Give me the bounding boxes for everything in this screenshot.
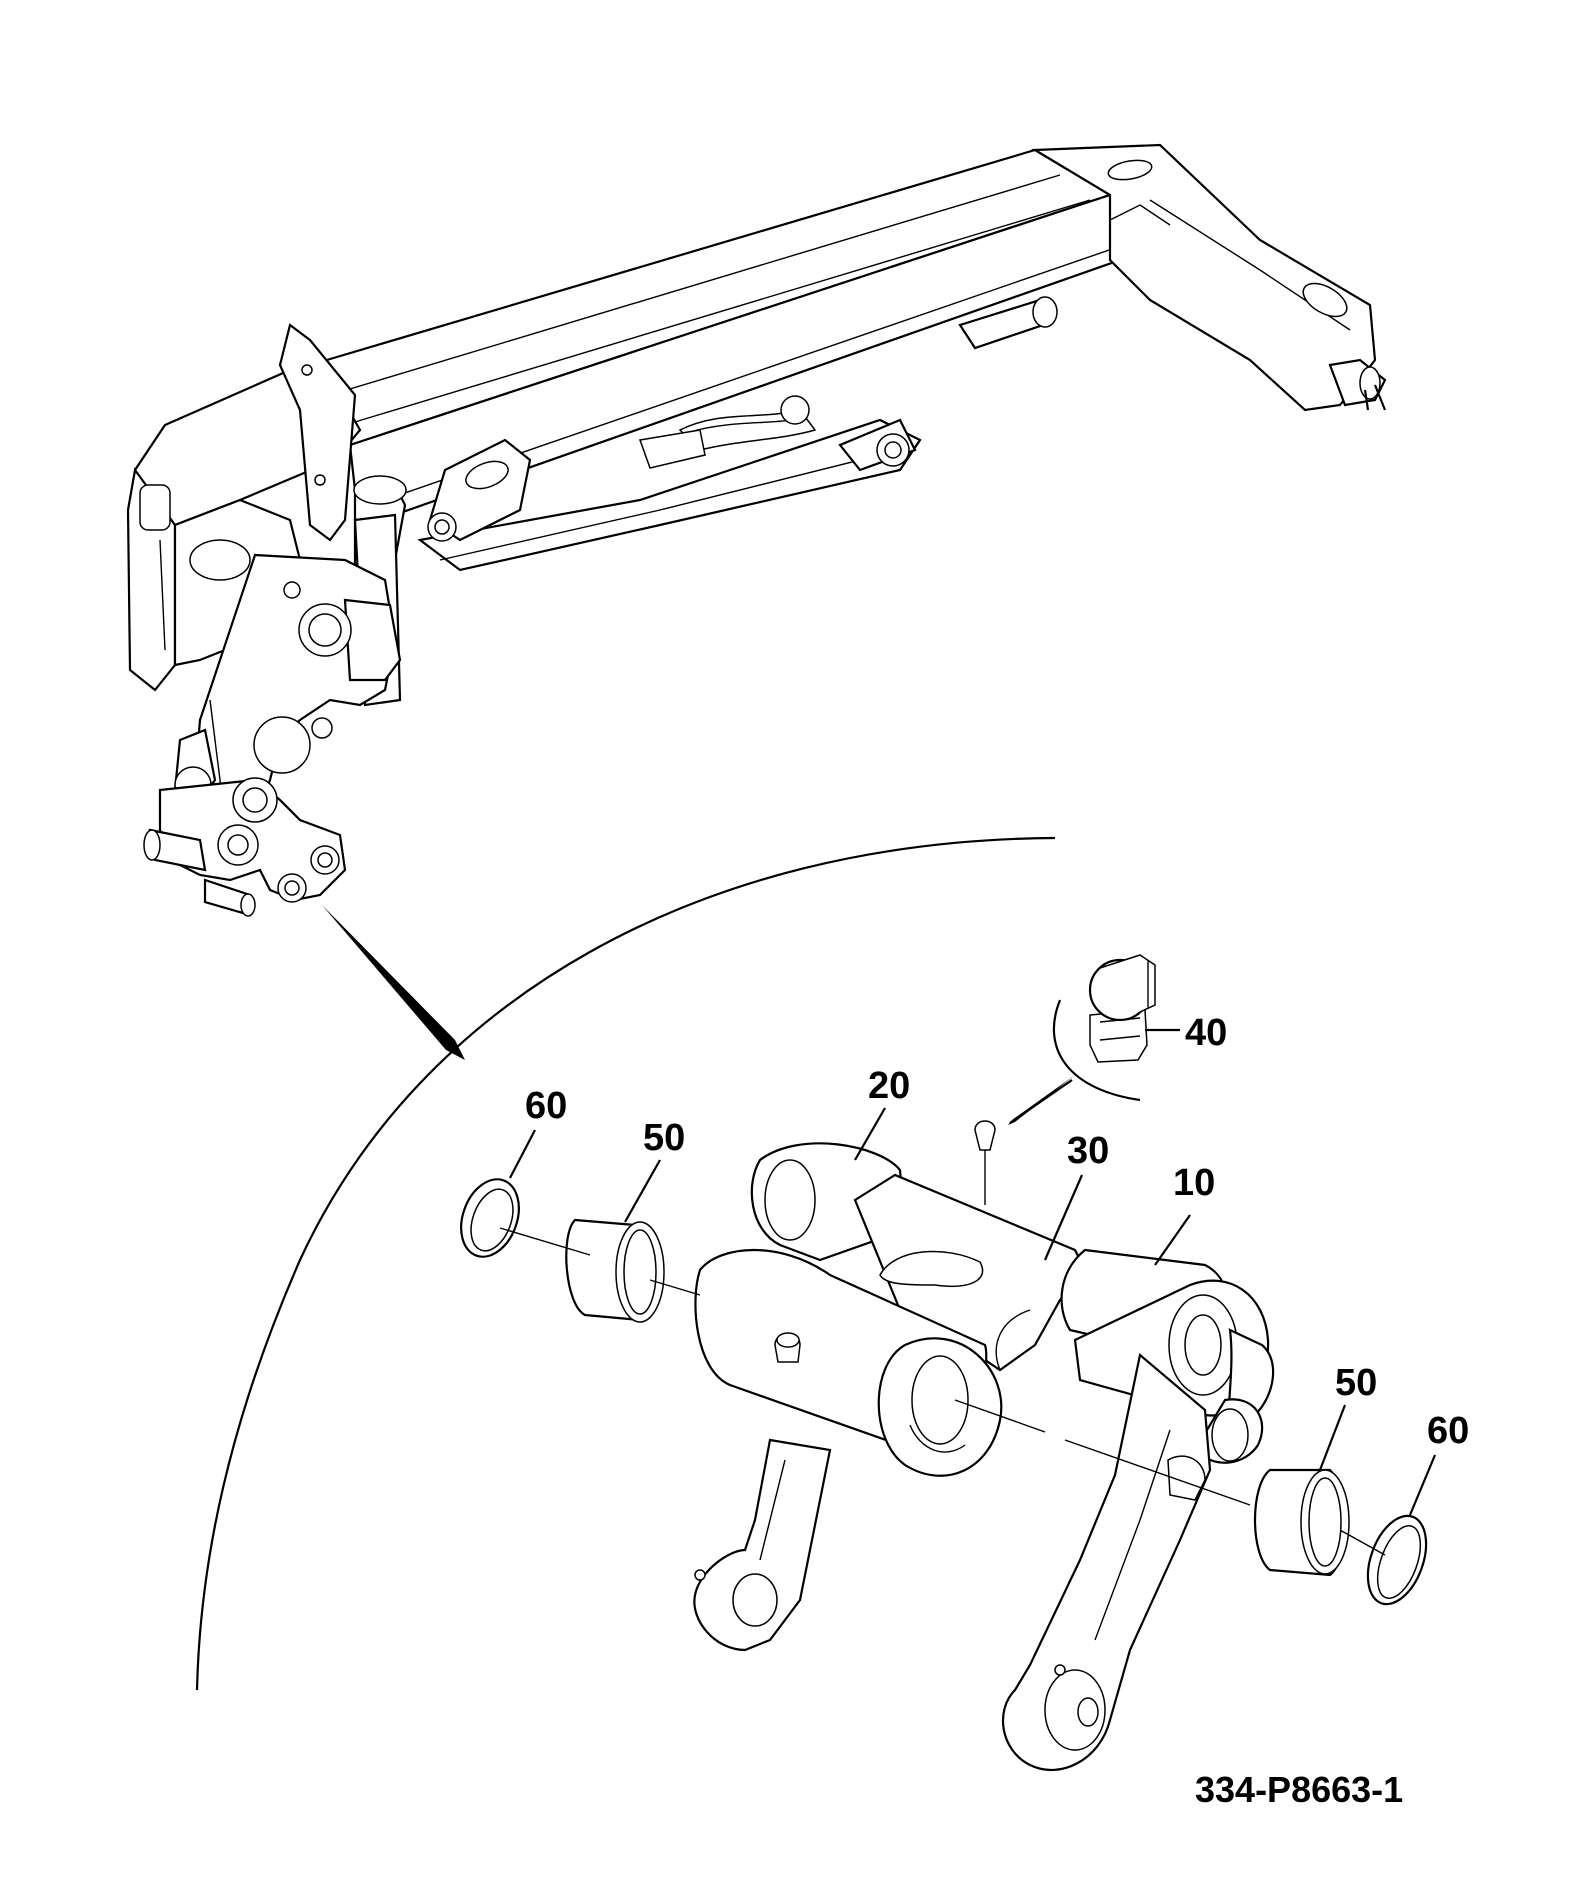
- callout-10: 10: [1173, 1162, 1215, 1204]
- right-ring-60: [1366, 1514, 1428, 1606]
- grease-fitting-detail: [1008, 954, 1180, 1125]
- callout-60-left: 60: [525, 1085, 567, 1127]
- drawing-reference: 334-P8663-1: [1195, 1769, 1403, 1810]
- detail-boundary-arc: [195, 836, 1056, 1691]
- callout-30: 30: [1067, 1130, 1109, 1172]
- detail-leader-wedge: [322, 905, 465, 1060]
- callout-60-right: 60: [1427, 1410, 1469, 1452]
- callout-50-left: 50: [643, 1117, 685, 1159]
- left-bushing-50: [565, 1218, 665, 1323]
- callout-20: 20: [868, 1065, 910, 1107]
- boom-assembly: [126, 143, 1387, 917]
- callout-labels: 60 50 20 30 10 40 50 60: [525, 1012, 1469, 1452]
- link-assembly: [693, 1120, 1275, 1771]
- axis-lines: [499, 1227, 1386, 1556]
- right-bushing-50: [1254, 1468, 1350, 1577]
- callout-leaders: [509, 1107, 1437, 1516]
- callout-40: 40: [1185, 1012, 1227, 1054]
- left-ring-60: [460, 1178, 520, 1258]
- callout-50-right: 50: [1335, 1362, 1377, 1404]
